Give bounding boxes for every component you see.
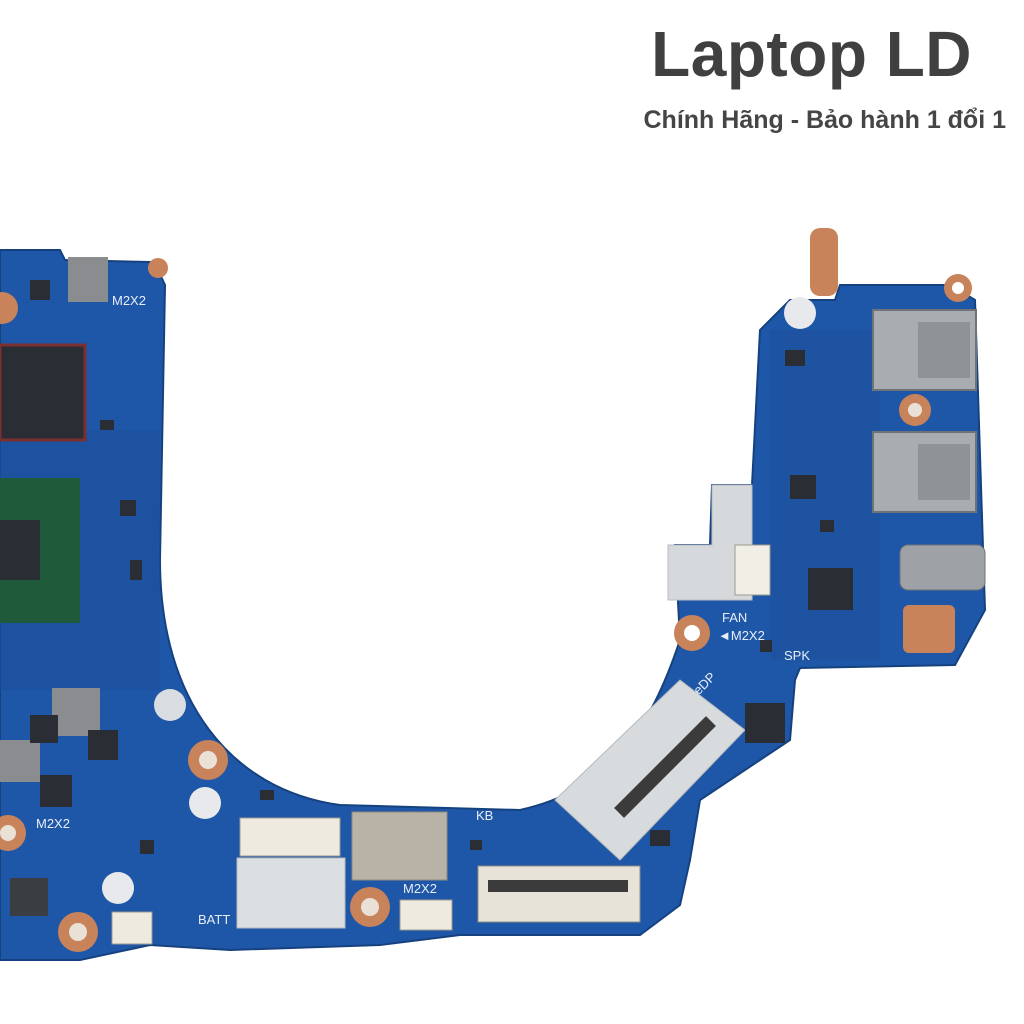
- mosfet: [88, 730, 118, 760]
- spk-connector: [745, 703, 785, 743]
- screw-pad: [148, 258, 168, 278]
- brand-title: Laptop LD: [651, 18, 972, 90]
- inductor: [0, 740, 40, 782]
- silk-label-m2x2-top: M2X2: [112, 293, 146, 308]
- silk-label-m2x2-fan: ◄M2X2: [718, 628, 765, 643]
- silk-label-m2x2-bottom: M2X2: [403, 881, 437, 896]
- inductor: [52, 688, 100, 736]
- copper-bracket: [903, 605, 955, 653]
- chip-gpu-die: [0, 520, 40, 580]
- mosfet: [30, 715, 58, 743]
- chip-wifi: [351, 811, 448, 881]
- small-connector: [111, 911, 153, 945]
- shield-plate: [236, 857, 346, 929]
- fan-connector: [734, 544, 771, 596]
- chip-controller: [808, 568, 853, 610]
- inductor: [68, 257, 108, 302]
- silk-label-batt: BATT: [198, 912, 230, 927]
- shield-plate: [667, 484, 753, 601]
- silk-label-kb: KB: [476, 808, 493, 823]
- usb-port-inner: [918, 322, 970, 378]
- standoff: [784, 297, 816, 329]
- kb-connector: [477, 865, 641, 923]
- mosfet: [40, 775, 72, 807]
- silk-label-fan: FAN: [722, 610, 747, 625]
- batt-connector: [239, 817, 341, 857]
- smd-components: [30, 280, 834, 854]
- standoff: [102, 872, 134, 904]
- chip-memory: [0, 343, 87, 442]
- silk-label-spk: SPK: [784, 648, 810, 663]
- screw-pad: [0, 292, 18, 324]
- edp-connector-slot: [614, 716, 716, 818]
- small-connector: [399, 899, 453, 931]
- standoff: [154, 689, 186, 721]
- standoff: [189, 787, 221, 819]
- brand-subtitle: Chính Hãng - Bảo hành 1 đổi 1: [643, 106, 1007, 134]
- pcb-shade: [770, 330, 880, 660]
- copper-bracket: [810, 228, 838, 296]
- kb-connector-slot: [488, 880, 628, 892]
- mosfet: [10, 878, 48, 916]
- audio-jack: [899, 544, 986, 591]
- usb-port-inner: [918, 444, 970, 500]
- silk-label-m2x2-left: M2X2: [36, 816, 70, 831]
